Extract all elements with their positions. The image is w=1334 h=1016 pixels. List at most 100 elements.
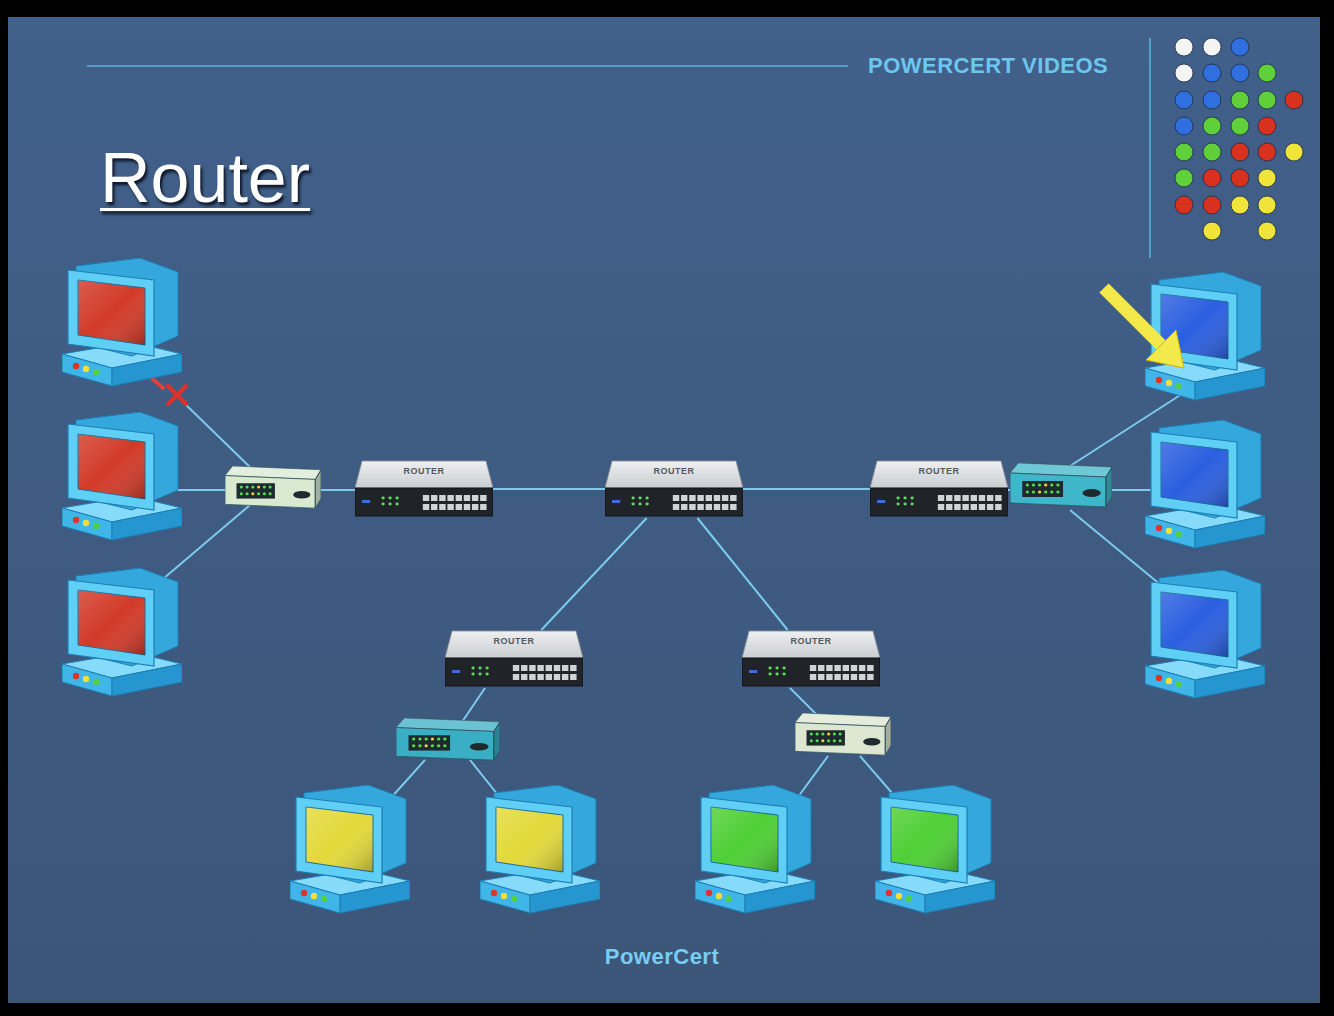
status-led xyxy=(768,667,771,670)
cable xyxy=(182,401,255,472)
ethernet-port xyxy=(464,504,470,510)
ethernet-port xyxy=(851,665,857,671)
router-device: ROUTER xyxy=(605,460,743,518)
computers xyxy=(62,258,1265,913)
ethernet-port xyxy=(529,665,535,671)
router-front xyxy=(355,488,493,516)
switch-icon xyxy=(795,713,891,755)
status-led xyxy=(471,667,474,670)
computer-icon xyxy=(290,785,410,913)
router-label: ROUTER xyxy=(605,466,743,477)
ethernet-port xyxy=(810,665,816,671)
computer-icon xyxy=(1145,420,1265,548)
router-front xyxy=(870,488,1008,516)
computer-icon xyxy=(875,785,995,913)
router-label: ROUTER xyxy=(742,636,880,647)
header-lines xyxy=(87,38,1150,258)
ethernet-port xyxy=(714,504,720,510)
ethernet-port xyxy=(570,665,576,671)
broken-link xyxy=(147,374,186,404)
computer-icon xyxy=(62,258,182,386)
router-label: ROUTER xyxy=(870,466,1008,477)
ethernet-port xyxy=(480,504,486,510)
ethernet-port xyxy=(867,665,873,671)
ethernet-port xyxy=(995,495,1001,501)
ethernet-port xyxy=(834,665,840,671)
ethernet-port xyxy=(537,665,543,671)
ethernet-port xyxy=(689,495,695,501)
brand-label: POWERCERT VIDEOS xyxy=(868,53,1108,79)
computer-icon xyxy=(1145,272,1265,400)
arrow-head xyxy=(1146,330,1184,368)
ethernet-port xyxy=(447,495,453,501)
router-device: ROUTER xyxy=(355,460,493,518)
ethernet-port xyxy=(562,674,568,680)
ethernet-port xyxy=(962,504,968,510)
ethernet-port xyxy=(971,504,977,510)
ethernet-port xyxy=(546,665,552,671)
ethernet-port xyxy=(673,504,679,510)
router-top xyxy=(870,461,1008,488)
ethernet-port xyxy=(938,495,944,501)
ethernet-port xyxy=(722,495,728,501)
ethernet-port xyxy=(529,674,535,680)
status-led xyxy=(388,503,391,506)
router-device: ROUTER xyxy=(445,630,583,688)
ethernet-port xyxy=(995,504,1001,510)
switch-icon xyxy=(396,718,500,760)
status-led xyxy=(782,673,785,676)
ethernet-port xyxy=(706,495,712,501)
dot-logo xyxy=(1175,38,1303,240)
ethernet-port xyxy=(851,674,857,680)
status-led xyxy=(782,667,785,670)
ethernet-port xyxy=(730,495,736,501)
ethernet-port xyxy=(513,665,519,671)
status-led xyxy=(896,497,899,500)
power-led xyxy=(612,500,620,503)
power-led xyxy=(452,670,460,673)
ethernet-port xyxy=(826,674,832,680)
ethernet-port xyxy=(570,674,576,680)
ethernet-port xyxy=(834,674,840,680)
ethernet-port xyxy=(810,674,816,680)
status-led xyxy=(638,497,641,500)
status-led xyxy=(395,503,398,506)
status-led xyxy=(381,503,384,506)
ethernet-port xyxy=(537,674,543,680)
ethernet-port xyxy=(431,495,437,501)
ethernet-port xyxy=(464,495,470,501)
status-led xyxy=(775,673,778,676)
computer-icon xyxy=(480,785,600,913)
status-led xyxy=(388,497,391,500)
ethernet-port xyxy=(521,665,527,671)
cable xyxy=(320,489,358,491)
status-led xyxy=(775,667,778,670)
ethernet-port xyxy=(714,495,720,501)
arrow-shaft xyxy=(1104,288,1163,347)
ethernet-port xyxy=(946,495,952,501)
router-top xyxy=(355,461,493,488)
status-led xyxy=(395,497,398,500)
computer-icon xyxy=(1145,570,1265,698)
ethernet-port xyxy=(423,495,429,501)
computer-icon xyxy=(62,412,182,540)
header-divider xyxy=(1149,38,1151,258)
ethernet-port xyxy=(447,504,453,510)
status-led xyxy=(910,497,913,500)
ethernet-port xyxy=(979,504,985,510)
router-device: ROUTER xyxy=(870,460,1008,518)
ethernet-port xyxy=(554,665,560,671)
ethernet-port xyxy=(697,504,703,510)
ethernet-port xyxy=(456,504,462,510)
cable xyxy=(462,688,485,722)
ethernet-port xyxy=(954,504,960,510)
ethernet-port xyxy=(439,504,445,510)
status-led xyxy=(768,673,771,676)
ethernet-port xyxy=(456,495,462,501)
computer-icon xyxy=(695,785,815,913)
ethernet-port xyxy=(867,674,873,680)
ethernet-port xyxy=(818,674,824,680)
fault-cross xyxy=(168,386,186,404)
status-led xyxy=(478,667,481,670)
